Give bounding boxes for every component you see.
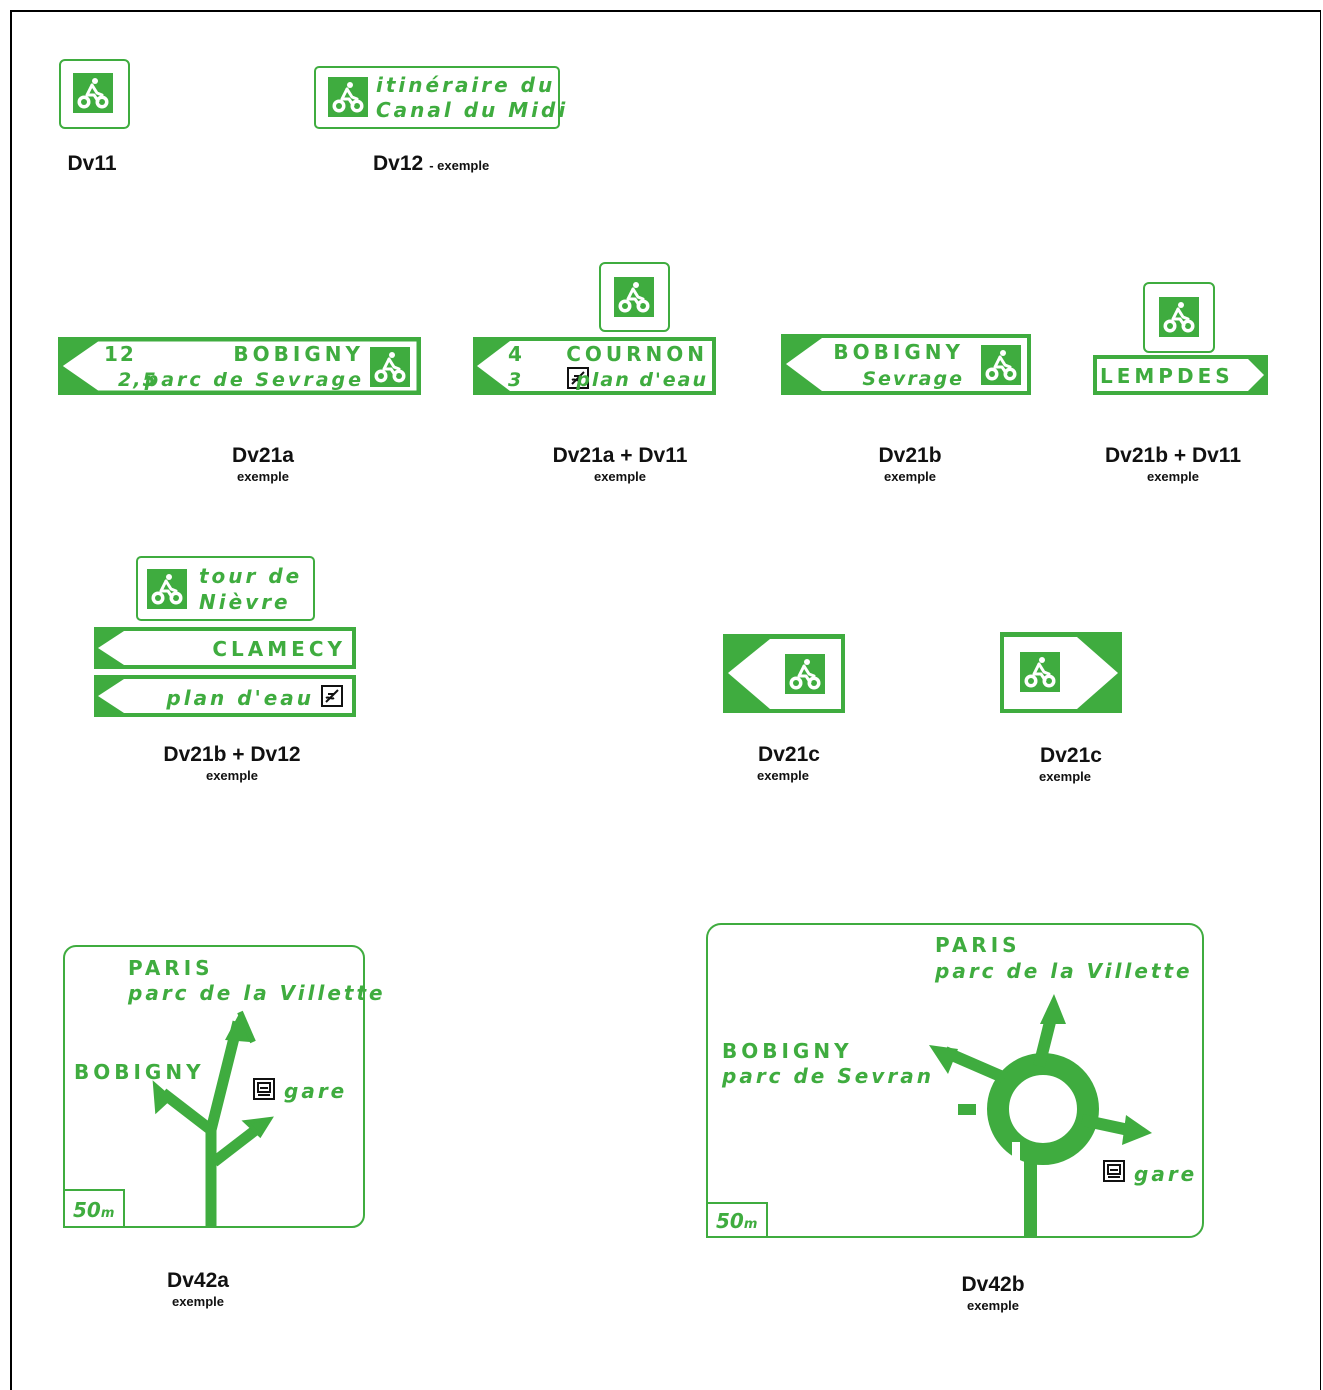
- dv21b-dest1: BOBIGNY: [833, 340, 964, 364]
- caption-dv42b: Dv42b exemple: [961, 1273, 1024, 1313]
- svg-text:Dv21b: Dv21b: [878, 444, 941, 467]
- svg-text:exemple: exemple: [206, 768, 258, 783]
- dv42b-distance: 50m: [716, 1209, 757, 1233]
- caption-dv21b-dv12: Dv21b + Dv12 exemple: [163, 743, 300, 783]
- caption-dv11: Dv11: [67, 152, 116, 175]
- dv42b-dest-right: gare: [1134, 1162, 1197, 1186]
- dv42b-dest-left2: parc de Sevran: [721, 1064, 934, 1088]
- bicycle-icon: [368, 345, 412, 389]
- dv21a-dest1: BOBIGNY: [233, 342, 364, 366]
- sign-dv21a: 12 BOBIGNY 2,5 parc de Sevrage: [58, 337, 421, 395]
- dv21b-dv11-dest1: LEMPDES: [1100, 364, 1234, 388]
- sign-dv42a: PARIS parc de la Villette BOBIGNY gare 5…: [63, 945, 386, 1228]
- train-station-icon: [253, 1078, 275, 1100]
- dv42b-dest-top2: parc de la Villette: [934, 959, 1193, 983]
- bicycle-icon: [1157, 295, 1201, 339]
- svg-text:exemple: exemple: [594, 469, 646, 484]
- dv21b-dest2: Sevrage: [862, 368, 964, 390]
- svg-text:Dv21b + Dv12: Dv21b + Dv12: [163, 743, 300, 766]
- caption-dv21a: Dv21a exemple: [232, 444, 294, 484]
- bicycle-icon: [71, 71, 115, 115]
- dv12-line2: Canal du Midi: [376, 98, 568, 122]
- dv42a-dest-left: BOBIGNY: [74, 1060, 205, 1084]
- svg-text:exemple: exemple: [1147, 469, 1199, 484]
- page-frame: [10, 10, 1321, 1390]
- dv42a-dest-right: gare: [284, 1079, 347, 1103]
- dv21a-dest2: parc de Sevrage: [144, 369, 364, 391]
- bicycle-icon: [979, 343, 1023, 387]
- water-plane-icon: [321, 685, 343, 707]
- sign-dv21a-dv11: 4 COURNON 3 plan d'eau: [473, 262, 716, 395]
- svg-text:exemple: exemple: [884, 469, 936, 484]
- caption-dv21c-left: Dv21c exemple: [757, 743, 820, 783]
- svg-text:exemple: exemple: [967, 1298, 1019, 1313]
- dv21b-dv12-line2: Nièvre: [199, 590, 291, 614]
- svg-text:Dv21b + Dv11: Dv21b + Dv11: [1105, 444, 1241, 467]
- train-station-icon: [1103, 1160, 1125, 1182]
- sign-dv12: itinéraire du Canal du Midi: [314, 66, 568, 129]
- dv21a-dv11-dest2: plan d'eau: [575, 369, 708, 391]
- dv21a-dv11-dist1: 4: [508, 342, 522, 366]
- dv42a-dest-top2: parc de la Villette: [127, 981, 386, 1005]
- sign-dv21b-dv12: tour de Nièvre CLAMECY plan d'eau: [94, 556, 356, 717]
- caption-dv21a-dv11: Dv21a + Dv11 exemple: [553, 444, 688, 484]
- sign-dv42b: PARIS parc de la Villette BOBIGNY parc d…: [706, 923, 1204, 1238]
- svg-text:Dv21a + Dv11: Dv21a + Dv11: [553, 444, 688, 467]
- sign-dv21c-left: [723, 634, 845, 713]
- svg-text:Dv42a: Dv42a: [167, 1269, 229, 1292]
- bicycle-icon: [1018, 650, 1062, 694]
- dv21b-dv12-dest2: plan d'eau: [165, 686, 314, 710]
- dv42a-distance: 50m: [73, 1198, 114, 1222]
- dv21b-dv12-dest1: CLAMECY: [212, 637, 346, 661]
- caption-dv21b-dv11: Dv21b + Dv11 exemple: [1105, 444, 1241, 484]
- svg-text:exemple: exemple: [757, 768, 809, 783]
- svg-text:exemple: exemple: [172, 1294, 224, 1309]
- caption-dv12: Dv12- exemple: [373, 152, 489, 175]
- caption-dv21c-right: Dv21c exemple: [1039, 744, 1102, 784]
- bicycle-icon: [145, 567, 189, 611]
- dv21b-dv12-line1: tour de: [199, 564, 302, 588]
- svg-text:Dv21a: Dv21a: [232, 444, 294, 467]
- dv21a-dist2: 2,5: [118, 369, 158, 391]
- dv21a-dv11-dist2: 3: [508, 369, 521, 391]
- bicycle-icon: [326, 75, 370, 119]
- dv42b-dest-top1: PARIS: [935, 933, 1021, 957]
- sign-dv21b: BOBIGNY Sevrage: [781, 334, 1031, 395]
- svg-text:Dv21c: Dv21c: [758, 743, 820, 766]
- dv42a-dest-top1: PARIS: [128, 956, 214, 980]
- caption-dv21b: Dv21b exemple: [878, 444, 941, 484]
- svg-text:Dv21c: Dv21c: [1040, 744, 1102, 767]
- svg-text:exemple: exemple: [237, 469, 289, 484]
- dv42b-roundabout: [929, 994, 1152, 1237]
- caption-dv42a: Dv42a exemple: [167, 1269, 229, 1309]
- svg-text:exemple: exemple: [1039, 769, 1091, 784]
- dv21a-dist1: 12: [104, 342, 136, 366]
- sign-dv11: [59, 59, 130, 129]
- svg-text:Dv42b: Dv42b: [961, 1273, 1024, 1296]
- dv21a-dv11-dest1: COURNON: [566, 342, 708, 366]
- dv12-line1: itinéraire du: [376, 73, 555, 97]
- bicycle-icon: [783, 652, 827, 696]
- sign-dv21b-dv11: LEMPDES: [1093, 282, 1268, 395]
- bicycle-icon: [612, 275, 656, 319]
- sign-dv21c-right: [1000, 632, 1122, 713]
- dv42b-dest-left1: BOBIGNY: [722, 1039, 853, 1063]
